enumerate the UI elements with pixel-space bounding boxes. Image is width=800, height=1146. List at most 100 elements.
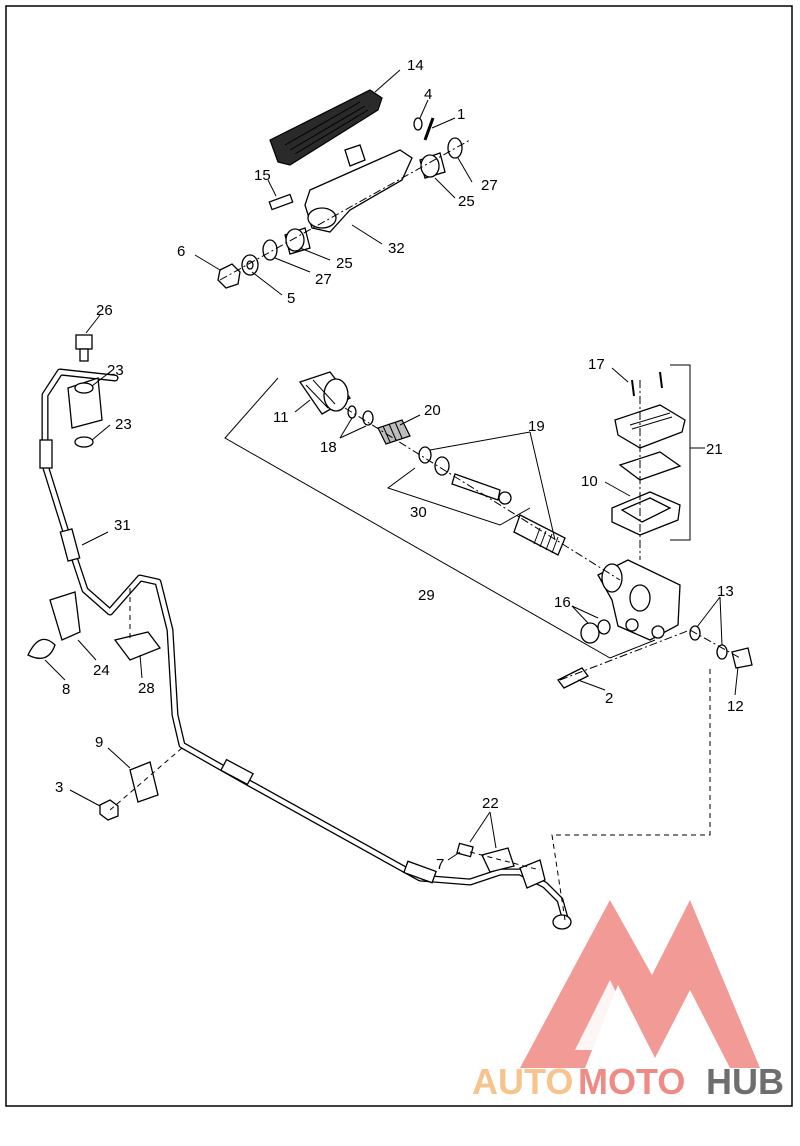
bushing-lower-face (285, 228, 305, 252)
line-elbow-fitting (519, 859, 546, 889)
piston-ring (418, 446, 432, 464)
cover-plate (618, 451, 682, 481)
reservoir-cover (614, 404, 686, 449)
kit-bracket-30 (386, 467, 531, 526)
spring-clip (27, 638, 56, 659)
brake-line (27, 334, 711, 930)
banjo-bolt-upper (75, 334, 93, 350)
logo-text-moto: MOTO (578, 1061, 685, 1102)
callout-31: 31 (114, 517, 131, 534)
pedal-arm-lug (344, 144, 366, 167)
banjo-axis-line (689, 629, 741, 659)
switch-axis-line (469, 851, 541, 871)
banjo-bolt (731, 647, 753, 669)
diagram-border (5, 5, 793, 1107)
o-ring-lower (262, 239, 278, 261)
cylinder-lug-a (625, 618, 639, 632)
banjo-bolt-upper-shank (79, 348, 89, 362)
pedal-bolt (268, 193, 294, 211)
callout-7: 7 (436, 856, 444, 873)
upper-washer-a (74, 382, 94, 394)
callout-16: 16 (554, 594, 571, 611)
callout-1: 1 (457, 106, 465, 123)
cylinder-port (629, 584, 651, 612)
callout-2: 2 (605, 690, 613, 707)
piston (513, 514, 566, 556)
spring (377, 419, 411, 445)
pushrod (451, 473, 501, 501)
callout-24: 24 (93, 662, 110, 679)
cylinder-bore (601, 563, 623, 593)
callout-17: 17 (588, 356, 605, 373)
callout-8: 8 (62, 681, 70, 698)
boot-mouth (323, 378, 349, 412)
hose-sleeve-c (220, 758, 254, 786)
callout-10: 10 (581, 473, 598, 490)
logo-text-auto: AUTO (472, 1061, 573, 1102)
leader-lines (44, 69, 739, 861)
logo-triangle-mark (520, 900, 760, 1068)
retainer-clip (49, 591, 81, 641)
bore-axis-line (344, 407, 621, 581)
callout-13: 13 (717, 583, 734, 600)
master-cylinder-assembly (224, 364, 753, 689)
pedal-pad (269, 89, 383, 166)
diaphragm-inner (620, 497, 672, 523)
cylinder-lug-b (651, 625, 665, 639)
o-ring-upper (447, 137, 463, 159)
kit-bracket-21 (670, 364, 691, 541)
logo-triangle-cut (575, 980, 632, 1050)
callout-11: 11 (273, 409, 289, 426)
pushrod-ball (498, 491, 512, 505)
callout-25b: 25 (336, 255, 353, 272)
callout-22: 22 (482, 795, 499, 812)
callout-3: 3 (55, 779, 63, 796)
cover-screw-b (659, 371, 663, 389)
plug-cap (580, 622, 600, 644)
callout-9: 9 (95, 734, 103, 751)
callout-19: 19 (528, 418, 545, 435)
snap-ring-b (362, 410, 374, 426)
pedal-nut (217, 263, 241, 289)
callout-20: 20 (424, 402, 441, 419)
washer-hole (246, 260, 254, 270)
callout-4: 4 (424, 86, 432, 103)
callout-28: 28 (138, 680, 155, 697)
callout-32: 32 (388, 240, 405, 257)
pedal-pin (423, 117, 435, 141)
plug-ring (597, 619, 611, 635)
line-clip (129, 761, 159, 803)
cover-screw-a (631, 379, 635, 397)
pedal-clip (413, 117, 423, 131)
route-dash-line (551, 665, 711, 921)
callout-12: 12 (727, 698, 744, 715)
kit-bracket-29 (224, 377, 656, 659)
brake-line-tube-inner (42, 369, 568, 921)
hose-sleeve-d (403, 860, 437, 884)
callout-14: 14 (407, 57, 424, 74)
bushing-upper-face (420, 154, 440, 178)
callout-5: 5 (287, 290, 295, 307)
brake-switch (481, 847, 515, 873)
callout-27: 27 (481, 177, 498, 194)
callout-26: 26 (96, 302, 113, 319)
pedal-arm-bore (307, 207, 337, 229)
clip-axis-line (109, 747, 183, 811)
mounting-bolt (557, 667, 589, 689)
callout-18: 18 (320, 439, 337, 456)
pedal-assembly (217, 89, 471, 289)
clip-bolt (99, 799, 119, 821)
callout-23: 23 (107, 362, 124, 379)
hose-sleeve-b (59, 528, 81, 562)
hose-sleeve-a (39, 439, 53, 469)
caliper-end-fitting (552, 914, 572, 930)
callout-29: 29 (418, 587, 435, 604)
line-bracket (113, 631, 162, 661)
callout-27b: 27 (315, 271, 332, 288)
callout-25: 25 (458, 193, 475, 210)
bolt-axis-line (559, 629, 691, 681)
automotohub-logo: AUTO MOTO HUB (472, 900, 784, 1102)
crush-washer-b (716, 644, 728, 660)
callout-21: 21 (706, 441, 723, 458)
